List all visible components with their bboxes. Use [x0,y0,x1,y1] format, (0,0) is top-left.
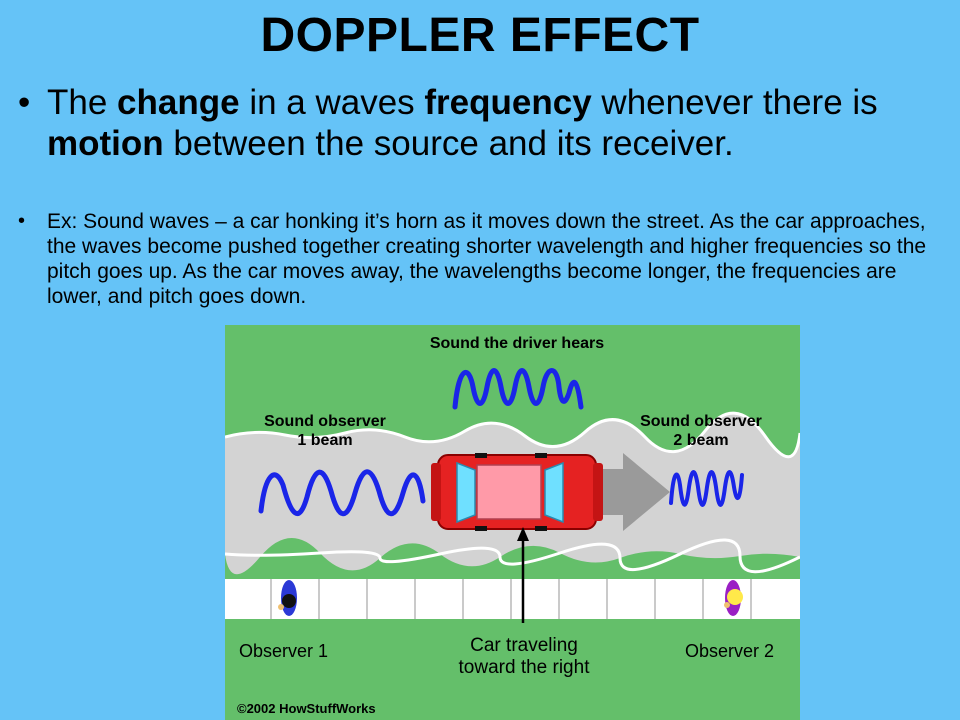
bullet-example: • Ex: Sound waves – a car honking it’s h… [18,209,947,309]
example-text: Ex: Sound waves – a car honking it’s hor… [47,210,927,308]
observer2-figure [724,580,743,616]
emphasis-change: change [117,83,240,122]
observer1-beam-label-line2: 1 beam [297,432,352,449]
driver-sound-wave [452,368,584,410]
definition-text: The change in a waves frequency whenever… [47,83,878,163]
observer1-label: Observer 1 [239,641,328,661]
observer2-label: Observer 2 [685,641,774,661]
observer2-beam-label-line1: Sound observer [640,413,762,430]
driver-label: Sound the driver hears [430,335,604,352]
car-label-line2: toward the right [459,657,591,678]
observer1-figure [278,580,297,616]
slide-title: DOPPLER EFFECT [260,9,700,62]
copyright-text: ©2002 HowStuffWorks [237,701,376,716]
observer2-sound-wave [669,470,744,507]
road-edge-top [225,411,800,459]
emphasis-motion: motion [47,124,164,163]
emphasis-frequency: frequency [424,83,592,122]
bullet-definition: • The change in a waves frequency whenev… [18,82,932,164]
car [431,453,603,531]
bullet-dot: • [18,83,31,122]
observer1-beam-label-line1: Sound observer [264,413,386,430]
bullet-dot: • [18,210,26,232]
sidewalk [225,579,800,619]
sidewalk-joints [270,579,752,619]
observer2-beam-label-line2: 2 beam [673,432,728,449]
car-pointer-arrowhead [517,527,529,541]
car-label-line1: Car traveling [470,635,578,656]
direction-arrow [595,453,670,531]
observer1-sound-wave [258,469,426,517]
doppler-diagram: Sound the driver hears Sound observer 1 … [225,325,800,720]
